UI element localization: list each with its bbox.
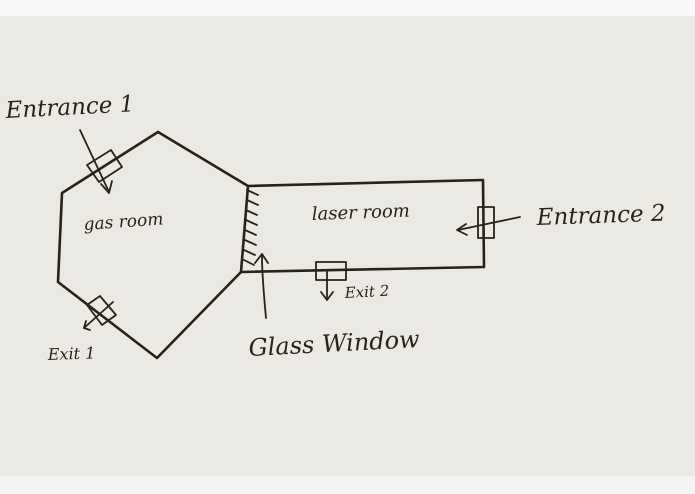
- exit-1-door: [83, 295, 117, 331]
- entrance-1-label: Entrance 1: [4, 91, 135, 124]
- laser-room-outline: [239, 178, 486, 274]
- entrance-2-door: [456, 206, 521, 239]
- glass-window-pointer: [254, 253, 269, 319]
- exit-2-label: Exit 2: [343, 282, 389, 302]
- paper-top-edge: [0, 0, 695, 16]
- gas-room-label: gas room: [83, 209, 164, 235]
- glass-window-label: Glass Window: [248, 325, 421, 362]
- laser-room-label: laser room: [311, 201, 410, 225]
- gas-room-outline: [56, 130, 250, 360]
- glass-window-hatching: [243, 189, 259, 266]
- entrance-2-label: Entrance 2: [535, 201, 666, 232]
- entrance-1-door: [79, 129, 123, 194]
- exit-1-label: Exit 1: [46, 343, 95, 364]
- exit-2-door: [315, 261, 347, 301]
- paper-bottom-edge: [0, 476, 695, 494]
